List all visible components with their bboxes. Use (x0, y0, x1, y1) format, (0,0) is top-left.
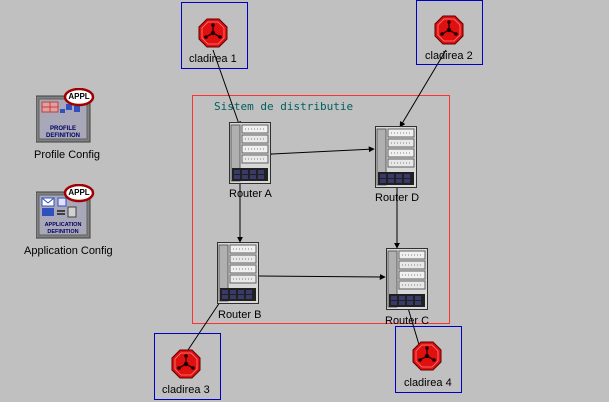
router-icon (229, 122, 271, 184)
icon-caption-line2: DEFINITION (47, 229, 79, 235)
router-a-node[interactable] (229, 122, 271, 184)
router-icon (217, 242, 259, 304)
profile-config-object[interactable]: APPL PROFILE DEFINITION (35, 87, 96, 144)
building-3-box[interactable] (154, 333, 221, 400)
icon-caption-line2: DEFINITION (46, 133, 80, 139)
appl-badge: APPL (68, 188, 90, 197)
link-router-a-router-d[interactable] (266, 146, 375, 158)
building-node-icon (412, 341, 442, 371)
building-2-box[interactable] (416, 0, 483, 65)
building-4-box[interactable] (395, 326, 462, 393)
profile-definition-icon (35, 87, 95, 143)
group-title: Sistem de distributie (214, 100, 354, 113)
building-1-label: cladirea 1 (189, 53, 237, 65)
profile-config-label: Profile Config (34, 149, 101, 161)
router-a-label: Router A (229, 188, 272, 200)
router-c-node[interactable] (386, 248, 428, 310)
building-2-node[interactable] (434, 15, 464, 45)
building-2-label: cladirea 2 (425, 50, 473, 62)
building-1-node[interactable] (198, 18, 228, 48)
link-router-c-c4[interactable] (403, 302, 421, 349)
appl-badge: APPL (68, 92, 90, 101)
building-node-icon (198, 18, 228, 48)
link-c2-router-d[interactable] (399, 49, 447, 128)
building-node-icon (434, 15, 464, 45)
router-d-node[interactable] (375, 126, 417, 188)
link-router-b-router-c[interactable] (252, 272, 386, 280)
building-3-node[interactable] (171, 349, 201, 379)
application-definition-icon (35, 183, 95, 239)
link-router-b-c3[interactable] (187, 295, 226, 351)
application-config-object[interactable]: APPL APPLICATION DEFINITION (35, 183, 96, 240)
distribution-system-group[interactable] (192, 95, 450, 324)
link-c1-router-a[interactable] (212, 49, 242, 128)
icon-caption-line1: PROFILE (49, 126, 76, 132)
building-3-label: cladirea 3 (162, 384, 210, 396)
router-b-node[interactable] (217, 242, 259, 304)
building-4-label: cladirea 4 (404, 377, 452, 389)
building-1-box[interactable] (181, 2, 248, 69)
icon-caption-line1: APPLICATION (44, 222, 82, 228)
building-4-node[interactable] (412, 341, 442, 371)
router-icon (386, 248, 428, 310)
router-c-label: Router C (385, 315, 430, 327)
router-icon (375, 126, 417, 188)
router-b-label: Router B (218, 309, 262, 321)
building-node-icon (171, 349, 201, 379)
application-config-label: Application Config (24, 245, 113, 257)
router-d-label: Router D (375, 192, 420, 204)
